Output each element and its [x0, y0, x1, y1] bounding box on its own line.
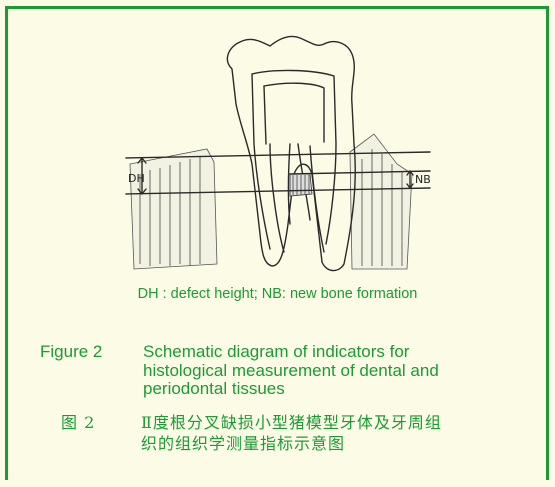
tooth-sketch: DH NB — [112, 24, 442, 279]
pulp-inner — [264, 83, 324, 144]
figure-number-zh: 图 2 — [61, 412, 141, 433]
alveolar-bone-left — [130, 149, 217, 269]
caption-zh-line-2: 织的组织学测量指标示意图 — [61, 433, 521, 454]
caption-line-3: periodontal tissues — [40, 380, 480, 399]
caption-line-1: Schematic diagram of indicators for — [143, 342, 409, 361]
dh-label: DH — [128, 172, 145, 185]
figure-number: Figure 2 — [40, 343, 143, 362]
caption-zh-line-1: Ⅱ度根分叉缺损小型猪模型牙体及牙周组 — [141, 413, 442, 432]
root-right — [298, 144, 324, 252]
root-left — [270, 144, 290, 252]
alveolar-bone-right — [350, 134, 412, 269]
caption-line-2: histological measurement of dental and — [40, 362, 480, 381]
diagram-definitions: DH : defect height; NB: new bone formati… — [0, 286, 555, 302]
new-bone-region — [290, 174, 312, 196]
nb-label: NB — [415, 173, 431, 186]
